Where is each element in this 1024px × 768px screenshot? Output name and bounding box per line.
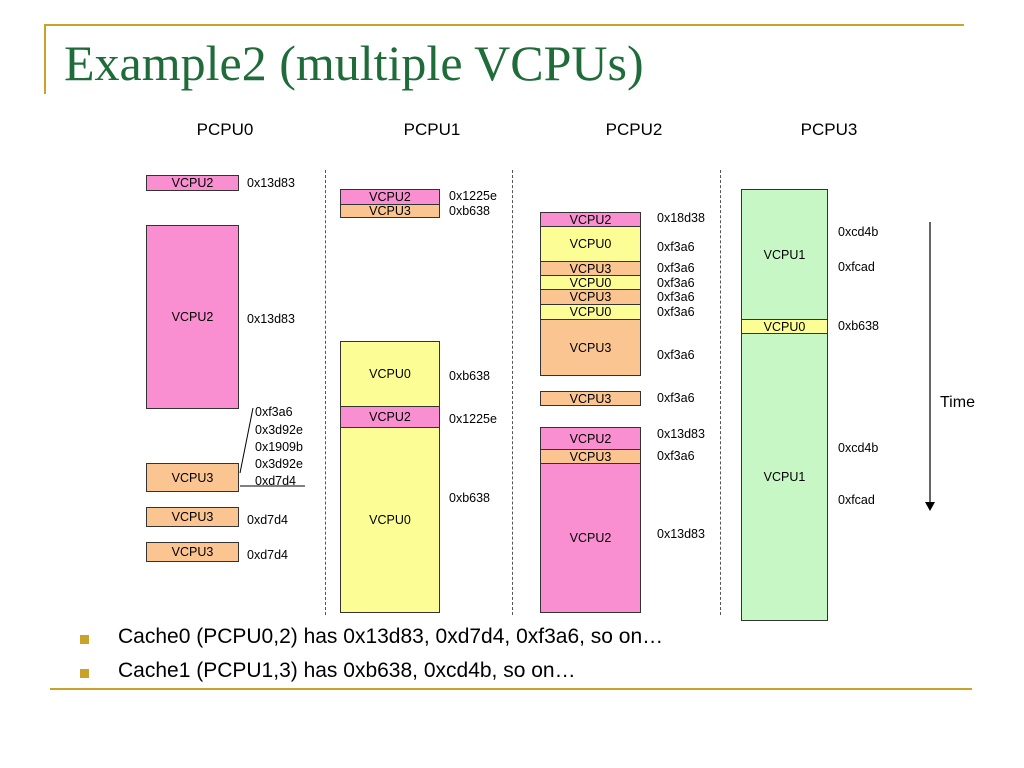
pcpu2-address: 0x13d83 <box>657 527 705 541</box>
pcpu2-block-vcpu0: VCPU0 <box>540 275 641 290</box>
bullet-text: Cache1 (PCPU1,3) has 0xb638, 0xcd4b, so … <box>118 659 576 682</box>
pcpu2-address: 0x13d83 <box>657 427 705 441</box>
pcpu0-block-vcpu3: VCPU3 <box>146 542 239 562</box>
pcpu0-block-vcpu2: VCPU2 <box>146 225 239 409</box>
pcpu2-block-vcpu0: VCPU0 <box>540 226 641 262</box>
pcpu2-block-vcpu2: VCPU2 <box>540 427 641 450</box>
square-bullet-icon <box>80 635 89 644</box>
pcpu0-address: 0x3d92e <box>255 457 303 471</box>
pcpu2-address: 0xf3a6 <box>657 276 695 290</box>
pcpu0-block-vcpu3: VCPU3 <box>146 507 239 527</box>
time-axis-label: Time <box>940 394 975 411</box>
frame-top-rule <box>44 24 964 26</box>
pcpu2-address: 0xf3a6 <box>657 305 695 319</box>
pcpu1-block-vcpu2: VCPU2 <box>340 189 440 205</box>
pcpu1-address: 0x1225e <box>449 189 497 203</box>
pcpu0-block-vcpu2: VCPU2 <box>146 175 239 191</box>
pcpu1-address: 0xb638 <box>449 204 491 218</box>
frame-bottom-rule <box>50 688 972 690</box>
pcpu2-address: 0xf3a6 <box>657 391 695 405</box>
arrow-down-icon <box>925 502 935 511</box>
pcpu3-address: 0xcd4b <box>838 441 879 455</box>
pcpu3-address: 0xfcad <box>838 260 875 274</box>
pcpu0-address: 0xd7d4 <box>247 513 289 527</box>
pcpu2-address: 0xf3a6 <box>657 348 695 362</box>
column-divider <box>512 170 513 615</box>
pcpu2-block-vcpu3: VCPU3 <box>540 391 641 406</box>
pcpu2-block-vcpu3: VCPU3 <box>540 449 641 464</box>
column-divider <box>325 170 326 615</box>
pcpu1-address: 0xb638 <box>449 491 491 505</box>
pcpu1-block-vcpu3: VCPU3 <box>340 204 440 218</box>
pcpu1-block-vcpu0: VCPU0 <box>340 427 440 613</box>
column-header-pcpu3: PCPU3 <box>800 120 858 139</box>
pcpu3-address: 0xb638 <box>838 319 880 333</box>
pcpu3-block-vcpu0: VCPU0 <box>741 319 828 334</box>
pcpu2-block-vcpu3: VCPU3 <box>540 289 641 305</box>
pcpu2-block-vcpu3: VCPU3 <box>540 319 641 376</box>
pcpu1-block-vcpu2: VCPU2 <box>340 406 440 428</box>
pcpu3-block-vcpu1: VCPU1 <box>741 333 828 621</box>
pcpu2-block-vcpu3: VCPU3 <box>540 261 641 276</box>
pcpu3-address: 0xfcad <box>838 493 875 507</box>
pcpu1-address: 0xb638 <box>449 369 491 383</box>
pcpu0-block-vcpu3: VCPU3 <box>146 463 239 492</box>
pcpu2-address: 0xf3a6 <box>657 261 695 275</box>
slide-title: Example2 (multiple VCPUs) <box>64 35 644 91</box>
connector-line <box>239 407 254 474</box>
pcpu2-block-vcpu2: VCPU2 <box>540 463 641 613</box>
pcpu1-address: 0x1225e <box>449 412 497 426</box>
frame-left-rule <box>44 24 46 94</box>
pcpu1-block-vcpu0: VCPU0 <box>340 341 440 407</box>
pcpu0-address: 0x13d83 <box>247 176 295 190</box>
pcpu0-address: 0x3d92e <box>255 423 303 437</box>
column-header-pcpu2: PCPU2 <box>605 120 663 139</box>
pcpu2-address: 0xf3a6 <box>657 449 695 463</box>
pcpu0-address: 0xf3a6 <box>255 405 293 419</box>
pcpu2-address: 0xf3a6 <box>657 290 695 304</box>
pcpu3-address: 0xcd4b <box>838 225 879 239</box>
pcpu0-address: 0x13d83 <box>247 312 295 326</box>
pcpu0-address: 0x1909b <box>255 440 303 454</box>
pcpu0-address: 0xd7d4 <box>247 548 289 562</box>
square-bullet-icon <box>80 669 89 678</box>
column-header-pcpu0: PCPU0 <box>196 120 254 139</box>
pcpu3-block-vcpu1: VCPU1 <box>741 189 828 320</box>
pcpu2-address: 0xf3a6 <box>657 240 695 254</box>
pcpu0-address: 0xd7d4 <box>255 474 297 488</box>
pcpu2-block-vcpu0: VCPU0 <box>540 304 641 320</box>
pcpu2-address: 0x18d38 <box>657 211 705 225</box>
column-divider <box>720 170 721 615</box>
bullet-text: Cache0 (PCPU0,2) has 0x13d83, 0xd7d4, 0x… <box>118 625 664 648</box>
pcpu2-block-vcpu2: VCPU2 <box>540 212 641 227</box>
column-header-pcpu1: PCPU1 <box>403 120 461 139</box>
